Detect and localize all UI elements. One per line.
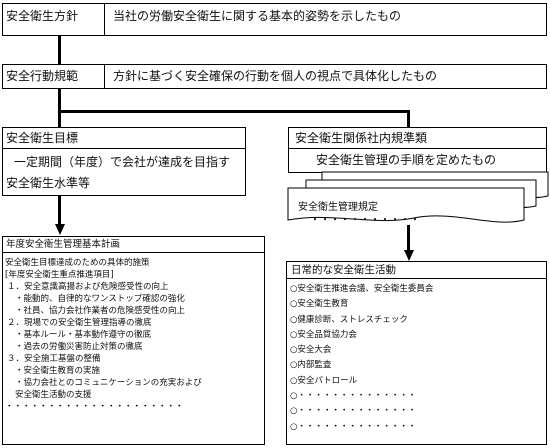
annual-plan-divider xyxy=(2,252,265,253)
arrow-regulations-daily-icon xyxy=(403,250,414,261)
list-item: ○安全パトロール xyxy=(290,375,358,386)
standards-title: 安全衛生関係社内規準類 xyxy=(295,131,428,145)
plan-line: 安全衛生目標達成のための具体的施策 xyxy=(5,258,150,268)
standards-divider xyxy=(288,148,547,149)
daily-divider xyxy=(286,278,547,279)
plan-line: ２．現場での安全衛生管理指導の徹底 xyxy=(7,318,152,328)
arrow-goals-plan-icon xyxy=(54,224,65,235)
list-item: ○内部監査 xyxy=(290,360,332,371)
plan-line: １．安全意識高揚および危険感受性の向上 xyxy=(7,282,169,292)
daily-list: ○安全衛生推進会議、安全衛生委員会 ○安全衛生教育 ○健康診断、ストレスチェック… xyxy=(290,282,433,435)
plan-line: ・過去の労働災害防止対策の徹底 xyxy=(15,342,143,352)
connector-branch-horizontal xyxy=(58,110,410,113)
standards-box xyxy=(288,127,547,173)
list-item: ○安全衛生教育 xyxy=(290,299,349,310)
code-title: 安全行動規範 xyxy=(6,69,79,83)
plan-line: ・・・・・・・・・・・・・・・・・・・・・ xyxy=(5,402,184,412)
plan-line: 安全衛生活動の支援 xyxy=(15,390,92,400)
connector-goals-plan xyxy=(58,195,61,225)
code-divider xyxy=(104,64,105,89)
plan-line: ・能動的、自律的なワンストップ確認の強化 xyxy=(15,294,185,304)
plan-line: ・基本ルール・基本動作遵守の徹底 xyxy=(15,330,152,340)
connector-regulations-daily xyxy=(407,225,410,251)
goals-box xyxy=(2,127,246,196)
policy-title: 安全衛生方針 xyxy=(6,9,79,23)
connector-code-goals xyxy=(58,88,61,128)
list-item: ○安全大会 xyxy=(290,345,332,356)
list-item: ○健康診断、ストレスチェック xyxy=(290,314,408,325)
policy-divider xyxy=(104,3,105,36)
list-item: ○・・・・・・・・・・・・・・ xyxy=(290,391,417,402)
plan-line: [年度安全衛生重点推進項目] xyxy=(5,270,114,280)
regulations-dots: ・・・・・・・・・・・ xyxy=(310,215,420,226)
list-item: ○安全衛生推進会議、安全衛生委員会 xyxy=(290,284,434,294)
connector-policy-code xyxy=(58,35,61,65)
goals-line-1: 一定期間（年度）で会社が達成を目指す xyxy=(14,155,231,169)
plan-line: ３．安全施工基盤の整備 xyxy=(7,354,101,364)
plan-line: ・協力会社とのコミュニケーションの充実および xyxy=(15,378,202,388)
plan-line: ・社員、協力会社作業者の危険感受性の向上 xyxy=(15,306,186,316)
daily-box xyxy=(286,261,547,445)
list-item: ○安全品質協力会 xyxy=(290,329,357,340)
goals-line-2: 安全衛生水準等 xyxy=(6,176,91,190)
annual-plan-title: 年度安全衛生管理基本計画 xyxy=(6,239,121,250)
goals-divider xyxy=(2,148,246,149)
code-description: 方針に基づく安全確保の行動を個人の視点で具体化したもの xyxy=(113,69,438,83)
daily-title: 日常的な安全衛生活動 xyxy=(291,264,396,276)
plan-line: ・安全衛生教育の実施 xyxy=(15,366,101,376)
code-box xyxy=(2,64,547,89)
annual-plan-box xyxy=(2,236,265,445)
policy-box xyxy=(2,3,547,36)
standards-description: 安全衛生管理の手順を定めたもの xyxy=(316,153,497,167)
regulations-title: 安全衛生管理規定 xyxy=(298,202,378,213)
regulations-document-stack xyxy=(287,171,549,223)
list-item: ○・・・・・・・・・・・・・・ xyxy=(290,421,417,432)
connector-branch-standards xyxy=(407,110,410,128)
goals-title: 安全衛生目標 xyxy=(6,131,79,145)
list-item: ○・・・・・・・・・・・・・・ xyxy=(290,406,417,417)
annual-plan-body: 安全衛生目標達成のための具体的施策 [年度安全衛生重点推進項目] １．安全意識高… xyxy=(5,257,202,413)
policy-description: 当社の労働安全衛生に関する基本的姿勢を示したもの xyxy=(113,9,402,23)
